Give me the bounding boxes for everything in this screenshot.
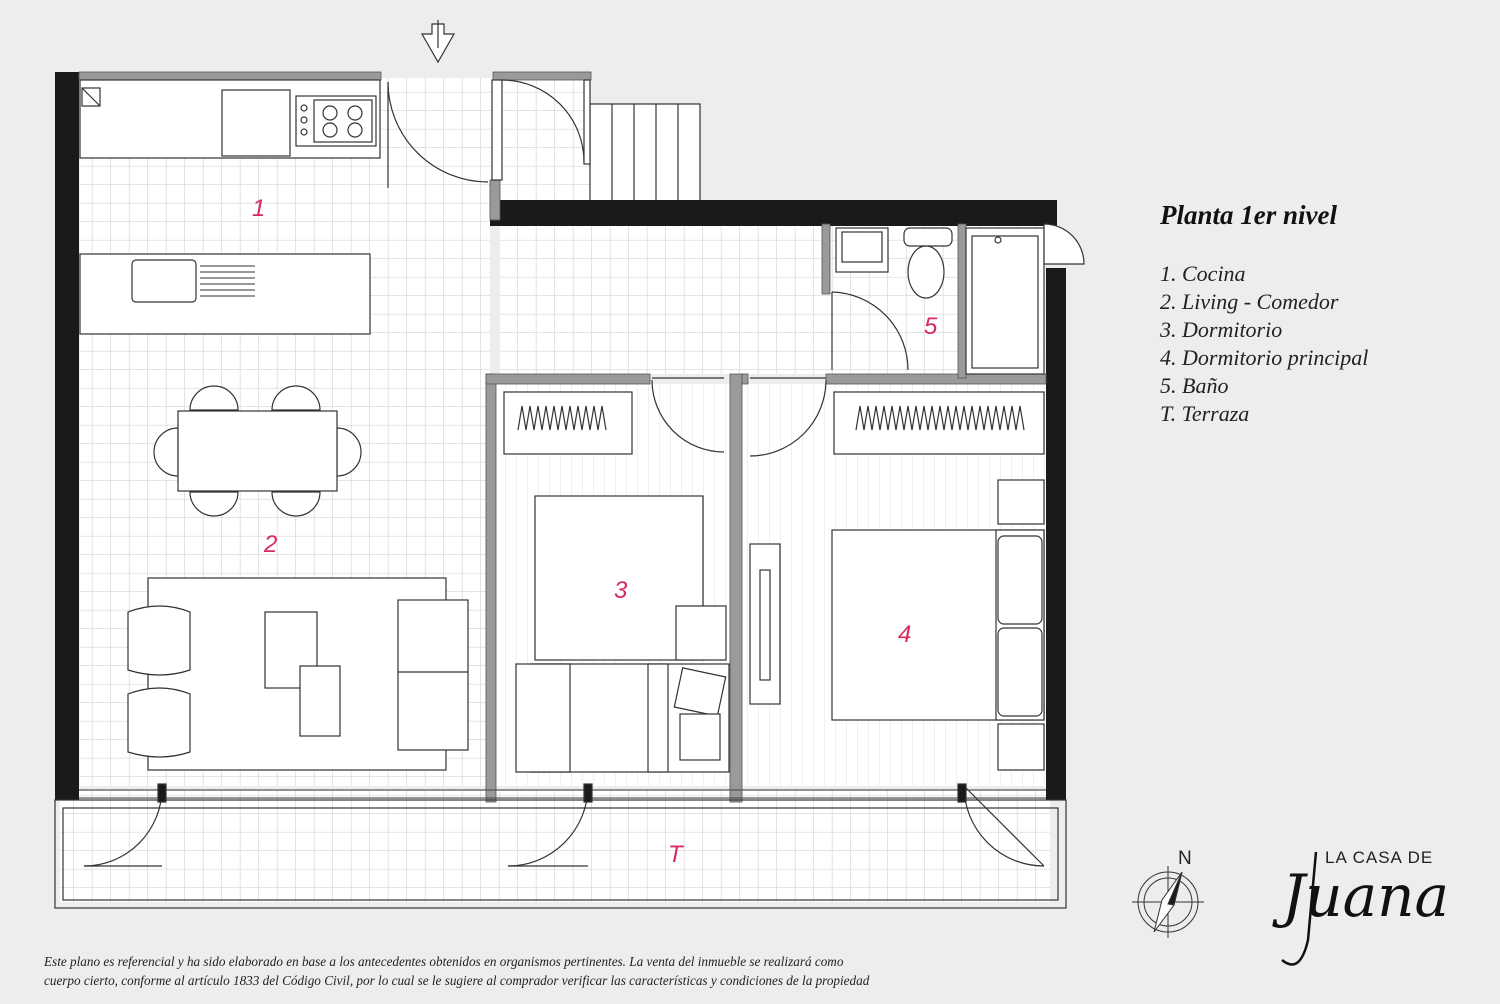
room-label-t: T — [668, 841, 685, 868]
interior-doors — [651, 223, 1085, 457]
legend-item-dormitorio: 3. Dormitorio — [1160, 317, 1283, 342]
exterior-walls — [55, 72, 1066, 800]
brand-name-top: LA CASA DE — [1325, 848, 1434, 867]
entry-arrow-icon — [420, 20, 456, 64]
legend-title: Planta 1er nivel — [1160, 200, 1337, 230]
legend-item-dormitorio-principal: 4. Dormitorio principal — [1160, 345, 1369, 370]
terrace-doors — [83, 783, 1045, 867]
brand-signature: Juana — [1282, 862, 1450, 930]
terrace-outline — [54, 789, 1067, 909]
bedroom-4-furniture — [749, 391, 1045, 771]
legend-list: 1. Cocina 2. Living - Comedor 3. Dormito… — [1160, 260, 1368, 428]
compass-icon: N — [1132, 848, 1204, 938]
kitchen-island — [79, 253, 371, 335]
bathroom-fixtures — [835, 227, 1045, 375]
room-label-3: 3 — [614, 577, 628, 604]
compass-north-label: N — [1178, 848, 1192, 869]
legend-item-bano: 5. Baño — [1160, 373, 1229, 398]
brand-logo — [1281, 851, 1318, 966]
legend-item-terraza: T. Terraza — [1160, 401, 1250, 426]
bedroom-3-furniture — [503, 391, 730, 773]
disclaimer-text: Este plano es referencial y ha sido elab… — [44, 952, 1084, 990]
staircase — [589, 103, 701, 205]
dining-table — [153, 385, 362, 517]
room-label-5: 5 — [924, 313, 938, 340]
living-rug — [127, 577, 469, 771]
legend-item-living: 2. Living - Comedor — [1160, 289, 1339, 314]
room-label-2: 2 — [263, 531, 277, 558]
kitchen-counter — [79, 79, 381, 159]
disclaimer-line-1: Este plano es referencial y ha sido elab… — [44, 954, 844, 969]
room-label-1: 1 — [252, 195, 265, 222]
partition-walls — [78, 71, 1047, 803]
disclaimer-line-2: cuerpo cierto, conforme al artículo 1833… — [44, 973, 870, 988]
legend-item-cocina: 1. Cocina — [1160, 261, 1246, 286]
entrance-door — [387, 79, 591, 188]
room-label-4: 4 — [898, 621, 911, 648]
